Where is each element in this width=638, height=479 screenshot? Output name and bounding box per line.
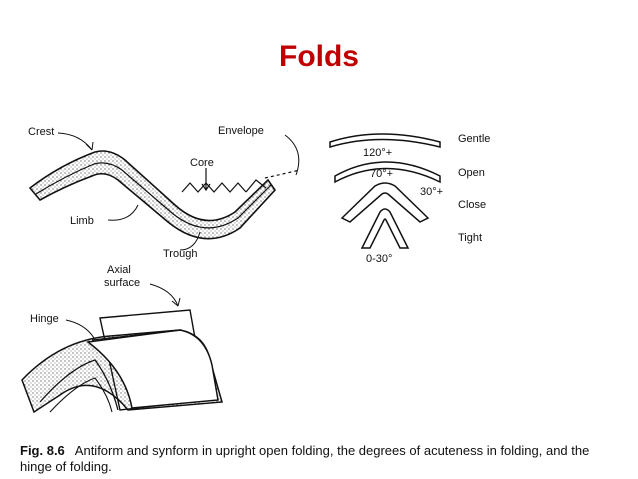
envelope-leader — [284, 134, 300, 176]
limb-label: Limb — [70, 215, 94, 227]
fold-layer-band — [28, 150, 277, 240]
core-arrow — [201, 168, 211, 192]
limb-leader — [107, 204, 139, 221]
tight-angle: 0-30° — [366, 253, 392, 265]
hinge-label: Hinge — [30, 313, 59, 325]
core-label: Core — [190, 157, 214, 169]
axial-label-line1: Axial — [107, 264, 131, 276]
gentle-fold-shape — [329, 133, 441, 149]
figure-number: Fig. 8.6 — [20, 443, 65, 458]
fold-class-diagram: 120°+ Gentle 70°+ Open 30°+ Close 0-30° … — [329, 133, 490, 265]
hinge-fold-top — [86, 329, 219, 409]
tight-fold-shape — [360, 208, 410, 249]
wave-fold-diagram: Crest Envelope Core Limb Trough — [28, 125, 301, 260]
open-fold-shape — [334, 161, 441, 184]
gentle-label: Gentle — [458, 133, 490, 145]
hinge-line — [91, 329, 183, 341]
gentle-angle: 120°+ — [363, 147, 392, 159]
crest-label: Crest — [28, 126, 54, 138]
hinge-diagram: Axial surface Hinge — [21, 264, 223, 414]
envelope-label: Envelope — [218, 125, 264, 137]
axial-arrow — [171, 297, 181, 307]
core-wedges — [181, 182, 247, 193]
trough-label: Trough — [163, 248, 197, 260]
open-label: Open — [458, 167, 485, 179]
close-label: Close — [458, 199, 486, 211]
hinge-fold-inner — [39, 359, 119, 411]
open-angle: 70°+ — [370, 168, 393, 180]
hinge-leader — [65, 319, 95, 339]
crest-arrow — [85, 141, 94, 151]
close-angle: 30°+ — [420, 186, 443, 198]
envelope-line — [264, 169, 301, 179]
caption-text: Antiform and synform in upright open fol… — [20, 443, 590, 474]
axial-label-line2: surface — [104, 277, 140, 289]
fold-inner-line — [35, 162, 272, 229]
trough-leader — [179, 231, 201, 251]
slide-title: Folds — [279, 40, 359, 73]
tight-label: Tight — [458, 232, 482, 244]
axial-leader — [149, 283, 179, 307]
crest-leader — [57, 132, 93, 151]
close-fold-shape — [340, 182, 430, 223]
